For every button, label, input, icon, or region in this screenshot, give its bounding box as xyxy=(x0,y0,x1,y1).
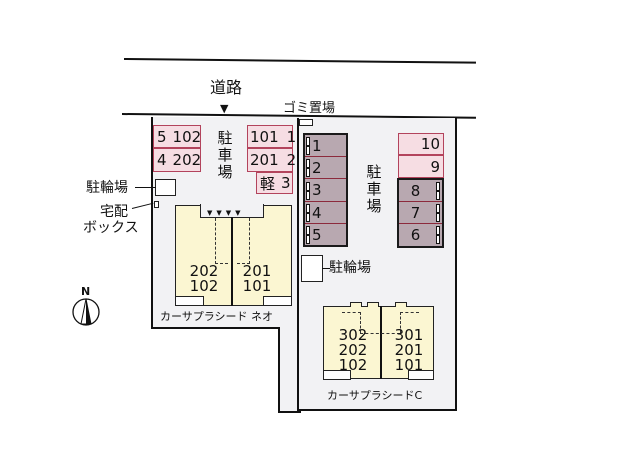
stair-path xyxy=(215,218,228,264)
building-casa-placido-c xyxy=(323,306,434,379)
lot-corridor xyxy=(278,327,301,413)
bicycle-parking-label-left: 駐輪場 xyxy=(86,180,128,196)
porch xyxy=(175,296,204,306)
wheel-stopper xyxy=(436,182,440,191)
wheel-stopper xyxy=(436,235,440,244)
parking-slot: 1 xyxy=(305,135,346,157)
unit-numbers-right: 201 101 xyxy=(242,262,272,295)
wheel-stopper xyxy=(306,182,310,191)
road-label: 道路 xyxy=(210,78,243,97)
unit-numbers-right: 301 201 101 xyxy=(394,326,424,374)
north-arrow-icon: N xyxy=(71,286,101,328)
stair-path xyxy=(400,312,419,333)
unit-numbers-left: 302 202 102 xyxy=(338,326,368,374)
delivery-box-label: ボックス xyxy=(83,220,139,236)
garbage-label: ゴミ置場 xyxy=(283,101,336,116)
parking-slot: 9 xyxy=(398,155,444,178)
parking-label-left: 駐車場 xyxy=(217,129,233,181)
building-notch xyxy=(395,302,407,307)
road-edge-north xyxy=(123,58,476,64)
parking-slot: 3 xyxy=(305,179,346,202)
parking-slot: 7 xyxy=(399,202,442,224)
wheel-stopper xyxy=(436,204,440,213)
road-entry-marker-icon: ▼ xyxy=(220,102,229,115)
wheel-stopper xyxy=(436,191,440,200)
parking-slot: 8 xyxy=(399,180,442,202)
building-notch xyxy=(367,302,379,307)
garbage-box xyxy=(299,119,313,126)
building-name-neo: カーサプラシード ネオ xyxy=(160,310,274,323)
wheel-stopper xyxy=(306,226,310,235)
wheel-stopper xyxy=(306,168,310,177)
porch xyxy=(263,296,292,306)
parking-label-right: 駐車場 xyxy=(366,163,382,215)
delivery-box-label: 宅配 xyxy=(100,204,128,220)
wheel-stopper xyxy=(306,191,310,200)
corridor-path xyxy=(360,333,400,334)
wheel-stopper xyxy=(306,213,310,222)
wheel-stopper xyxy=(306,204,310,213)
lot-bottom-right xyxy=(297,409,457,411)
building-name-c: カーサプラシードC xyxy=(327,389,423,402)
wheel-stopper xyxy=(436,213,440,222)
porch xyxy=(323,370,351,380)
delivery-box xyxy=(154,201,159,208)
wheel-stopper xyxy=(306,146,310,155)
leader-line xyxy=(135,187,156,188)
parking-slot: 2 xyxy=(305,157,346,179)
bicycle-parking-label-right: 駐輪場 xyxy=(329,260,371,276)
parking-slot: 4 xyxy=(305,202,346,224)
wheel-stopper xyxy=(306,235,310,244)
stair-path xyxy=(342,312,361,333)
bicycle-parking-right xyxy=(301,255,323,282)
unit-divider xyxy=(231,217,233,306)
unit-divider xyxy=(380,306,382,379)
parking-slot: 10 xyxy=(398,133,444,155)
wheel-stopper xyxy=(306,137,310,146)
building-notch xyxy=(350,302,362,307)
wheel-stopper xyxy=(306,159,310,168)
stair-path xyxy=(237,218,250,264)
parking-slot: 5 xyxy=(305,224,346,245)
wheel-stopper xyxy=(436,226,440,235)
lot-divider xyxy=(297,118,299,410)
parking-slot: 6 xyxy=(399,224,442,246)
leader-line xyxy=(322,268,330,269)
porch xyxy=(408,370,434,380)
bicycle-parking-left xyxy=(155,179,176,196)
building-casa-placido-neo xyxy=(175,205,292,306)
entrance-markers: ▼▼▼▼ xyxy=(207,209,245,217)
unit-numbers-left: 202 102 xyxy=(189,262,219,295)
